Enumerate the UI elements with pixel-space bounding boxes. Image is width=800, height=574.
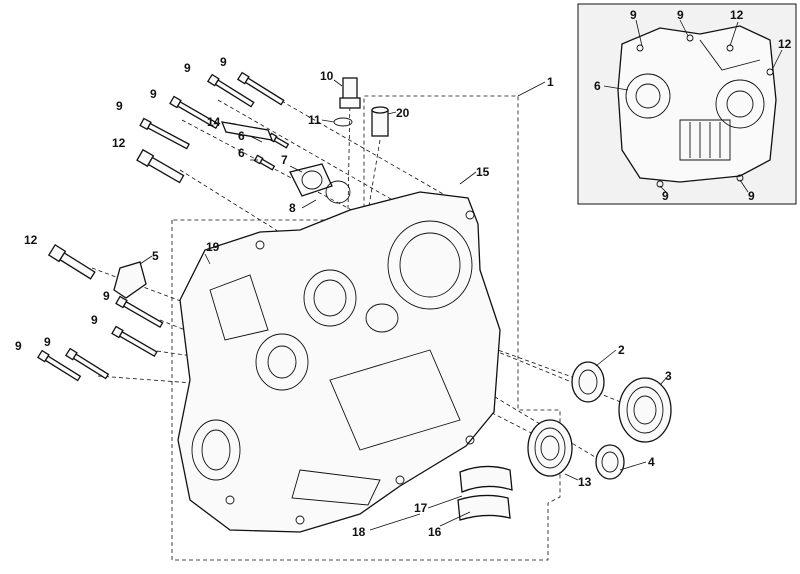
bearing-medium — [527, 419, 573, 477]
group-box-main — [171, 95, 561, 561]
callout-9-left1: 9 — [116, 99, 123, 113]
callout-7: 7 — [281, 153, 288, 167]
inset-callout-12b: 12 — [778, 37, 792, 51]
callout-13: 13 — [578, 475, 592, 489]
mount-bracket — [113, 261, 147, 299]
callout-3: 3 — [665, 369, 672, 383]
inset-callout-6: 6 — [594, 79, 601, 93]
callout-2: 2 — [618, 343, 625, 357]
inset-callout-12a: 12 — [730, 8, 744, 22]
callout-6a: 6 — [238, 129, 245, 143]
callout-9-low4: 9 — [44, 335, 51, 349]
callout-5: 5 — [152, 249, 159, 263]
callout-8: 8 — [289, 201, 296, 215]
callout-9-top2: 9 — [220, 55, 227, 69]
inset-callout-9a: 9 — [630, 8, 637, 22]
callout-18: 18 — [352, 525, 366, 539]
callout-11: 11 — [308, 113, 321, 127]
callout-9-low1: 9 — [103, 289, 110, 303]
bearing-large — [618, 377, 672, 443]
sensor-part — [333, 77, 361, 127]
callout-labels: 1 2 3 4 5 6 6 7 8 9 9 9 9 9 9 9 9 10 11 … — [15, 55, 672, 539]
sleeve-part — [371, 106, 389, 137]
crankcase-housing — [177, 191, 501, 533]
callout-leaders — [139, 79, 669, 531]
cover-part — [289, 163, 351, 204]
plate-bracket — [220, 121, 274, 141]
callout-9-left2: 9 — [150, 87, 157, 101]
callout-14: 14 — [207, 115, 221, 129]
callout-9-top1: 9 — [184, 61, 191, 75]
inset-detail-view: 9 9 12 12 6 9 9 — [577, 3, 797, 205]
callout-12-left: 12 — [24, 233, 38, 247]
inset-callout-9b: 9 — [677, 8, 684, 22]
callout-6b: 6 — [238, 146, 245, 160]
callout-20: 20 — [396, 106, 410, 120]
bearing-small — [595, 444, 625, 480]
callout-9-low3: 9 — [15, 339, 22, 353]
bolt-group — [36, 71, 290, 382]
oil-seal — [571, 361, 605, 403]
inset-callout-9c: 9 — [662, 189, 669, 203]
callout-17: 17 — [414, 501, 428, 515]
bushing-halves — [457, 465, 513, 521]
callout-4: 4 — [648, 455, 655, 469]
callout-16: 16 — [428, 525, 442, 539]
inset-callout-9d: 9 — [748, 189, 755, 203]
callout-10: 10 — [320, 69, 334, 83]
callout-15: 15 — [476, 165, 490, 179]
callout-12-top: 12 — [112, 136, 126, 150]
callout-1: 1 — [547, 75, 554, 89]
callout-9-low2: 9 — [91, 313, 98, 327]
callout-19: 19 — [206, 240, 220, 254]
